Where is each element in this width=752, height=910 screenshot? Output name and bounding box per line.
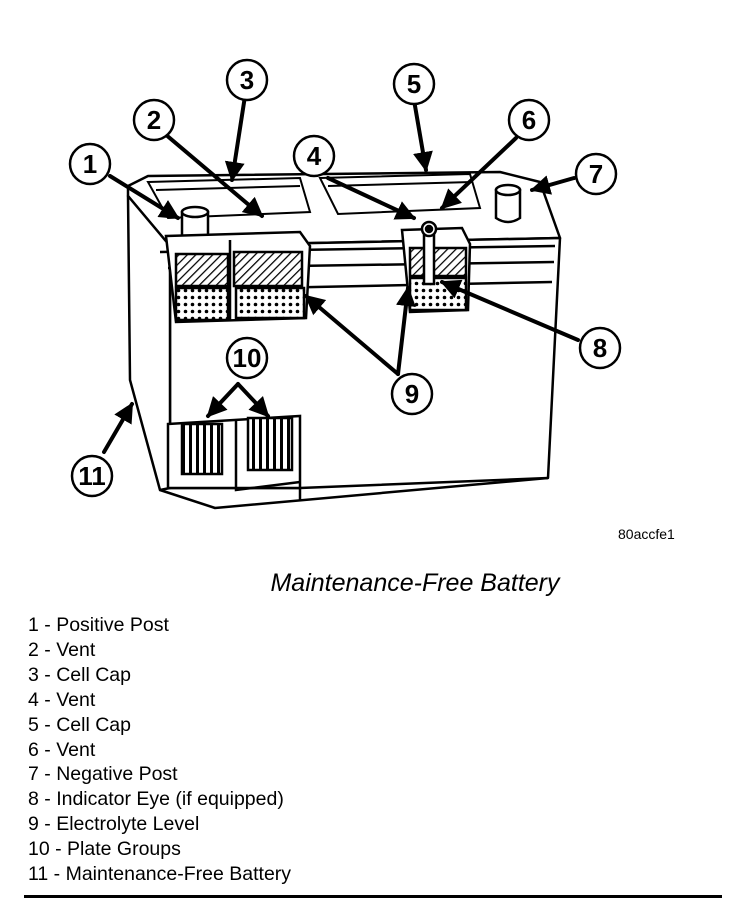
legend-number: 9 [28, 813, 39, 836]
legend-label: Cell Cap [56, 663, 131, 686]
legend-label: Electrolyte Level [56, 813, 200, 836]
negative-post [494, 183, 522, 224]
legend-number: 10 [28, 838, 50, 861]
legend-separator: - [38, 688, 57, 711]
battery-diagram: 1 2 3 4 5 6 7 8 9 10 11 [68, 58, 622, 510]
callout-10: 10 [225, 336, 269, 380]
figure-caption: Maintenance-Free Battery [270, 569, 560, 597]
legend-item: 4 - Vent [28, 688, 291, 713]
legend-item: 6 - Vent [28, 738, 291, 763]
legend-label: Cell Cap [56, 713, 131, 736]
svg-text:4: 4 [307, 141, 322, 171]
legend-number: 3 [28, 663, 39, 686]
legend-number: 4 [28, 688, 39, 711]
legend-separator: - [38, 614, 57, 636]
legend-separator: - [38, 813, 57, 836]
legend-item: 8 - Indicator Eye (if equipped) [28, 787, 291, 812]
callout-11: 11 [70, 454, 114, 498]
svg-text:6: 6 [522, 105, 536, 135]
svg-text:2: 2 [147, 105, 161, 135]
callout-6: 6 [507, 98, 551, 142]
callout-2: 2 [132, 98, 176, 142]
bottom-rule [24, 895, 722, 898]
legend-separator: - [38, 738, 57, 761]
legend-number: 2 [28, 638, 39, 661]
svg-text:5: 5 [407, 69, 421, 99]
svg-text:9: 9 [405, 379, 419, 409]
legend-item: 5 - Cell Cap [28, 713, 291, 738]
legend-label: Indicator Eye (if equipped) [56, 788, 284, 811]
callout-9: 9 [390, 372, 434, 416]
legend-item: 7 - Negative Post [28, 762, 291, 787]
legend-separator: - [38, 788, 57, 811]
legend-number: 5 [28, 713, 39, 736]
legend-number: 8 [28, 788, 39, 811]
legend-item: 1 - Positive Post [28, 613, 291, 638]
plate-groups [166, 414, 302, 492]
legend-label: Vent [56, 638, 96, 661]
legend-separator: - [38, 713, 57, 736]
legend-separator: - [49, 838, 68, 861]
cutaway-right [400, 220, 472, 314]
legend-item: 3 - Cell Cap [28, 663, 291, 688]
figure-code: 80accfe1 [618, 526, 675, 542]
legend-label: Vent [56, 738, 96, 761]
legend-separator: - [38, 763, 57, 786]
legend-number: 11 [28, 863, 49, 886]
legend-label: Vent [56, 688, 96, 711]
legend-number: 7 [28, 763, 39, 786]
callout-3: 3 [225, 58, 269, 102]
callout-4: 4 [292, 134, 336, 178]
legend-item: 2 - Vent [28, 638, 291, 663]
legend-label: Positive Post [56, 614, 169, 636]
legend-label: Plate Groups [67, 838, 181, 861]
legend-item: 11 - Maintenance-Free Battery [28, 862, 291, 887]
svg-text:3: 3 [240, 65, 254, 95]
legend-item: 9 - Electrolyte Level [28, 812, 291, 837]
callout-1: 1 [68, 142, 112, 186]
svg-text:7: 7 [589, 159, 603, 189]
legend-separator: - [38, 638, 57, 661]
callout-7: 7 [574, 152, 618, 196]
legend-number: 6 [28, 738, 39, 761]
legend-separator: - [38, 663, 57, 686]
leader-lines [102, 94, 580, 454]
svg-text:10: 10 [233, 343, 262, 373]
svg-text:11: 11 [78, 461, 106, 491]
callout-8: 8 [578, 326, 622, 370]
svg-text:8: 8 [593, 333, 607, 363]
cutaway-left [164, 230, 312, 324]
svg-text:1: 1 [83, 149, 97, 179]
legend-label: Negative Post [56, 763, 178, 786]
legend-label: Maintenance-Free Battery [65, 863, 292, 886]
legend-item: 10 - Plate Groups [28, 837, 291, 862]
legend-separator: - [48, 863, 66, 886]
legend-number: 1 [28, 614, 39, 636]
callout-5: 5 [392, 62, 436, 106]
